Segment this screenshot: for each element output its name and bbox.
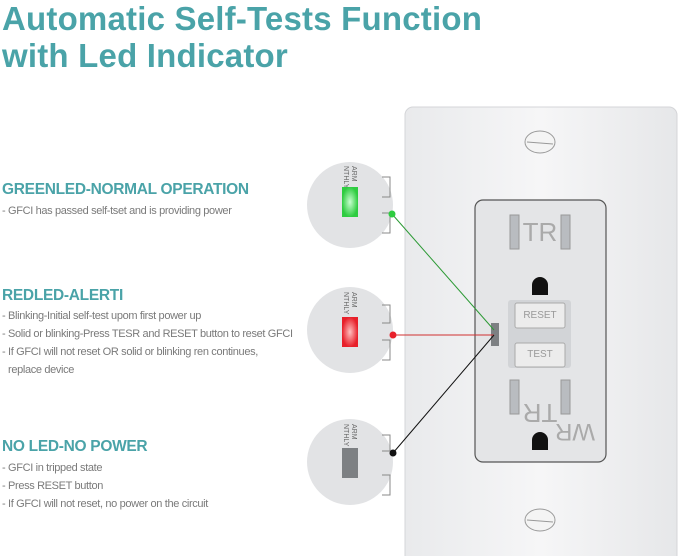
callout-lines [391,213,495,454]
receptacle: TR RESET TEST TR WR [474,199,607,463]
red-led-icon [342,317,358,347]
title-line-1: Automatic Self-Tests Function [2,0,483,37]
no-led-bullet: - If GFCI will not reset, no power on th… [2,498,208,510]
only-label: NTHLY [342,424,349,447]
test-button-label: TEST [527,349,553,360]
off-led-icon [342,448,358,478]
red-bullet: - If GFCI will not reset OR solid or bli… [2,346,258,358]
no-led-bullet: - Press RESET button [2,480,104,492]
arm-label: ARM [350,166,357,182]
only-label: NTHLY [342,292,349,315]
svg-text:TR: TR [523,217,558,247]
green-led-heading: GREENLED-NORMAL OPERATION [2,181,249,198]
green-led-icon [342,187,358,217]
no-led-zoom: ARM NTHLY [307,419,397,505]
arm-label: ARM [350,292,357,308]
red-bullet: - Blinking-Initial self-test upom first … [2,310,202,322]
red-bullet: replace device [8,364,75,376]
no-led-heading: NO LED-NO POWER [2,438,148,455]
title-line-2: with Led Indicator [2,37,288,74]
red-led-zoom: ARM NTHLY [307,287,397,373]
svg-text:WR: WR [555,418,595,445]
no-led-bullet: - GFCI in tripped state [2,462,103,474]
reset-button-label: RESET [523,310,556,321]
red-led-heading: REDLED-ALERTI [2,287,123,304]
red-bullet: - Solid or blinking-Press TESR and RESET… [2,328,293,340]
only-label: NTHLY [342,166,349,189]
screw-icon [524,130,556,154]
arm-label: ARM [350,424,357,440]
led-indicator [491,323,499,346]
green-bullet: - GFCI has passed self-tset and is provi… [2,205,232,217]
svg-text:TR: TR [523,398,558,428]
green-led-zoom: ARM NTHLY [307,162,396,248]
screw-icon [524,508,556,532]
